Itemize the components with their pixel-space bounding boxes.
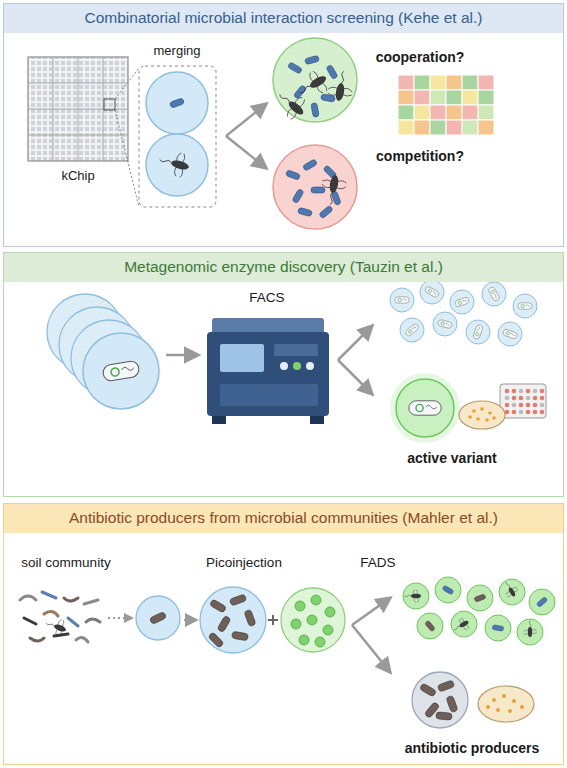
panel-header: Antibiotic producers from microbial comm… — [4, 504, 563, 533]
label-anchor: FADS — [360, 555, 395, 571]
panel-title: Antibiotic producers from microbial comm… — [14, 509, 553, 528]
label-anchor: antibiotic producers — [405, 740, 540, 756]
label-anchor: merging — [154, 44, 201, 59]
figure-label: competition? — [376, 148, 464, 164]
panel-title: Metagenomic enzyme discovery (Tauzin et … — [14, 258, 553, 277]
label-anchor: kChip — [61, 169, 94, 184]
label-anchor: soil community — [21, 555, 110, 571]
figure-label: FADS — [360, 555, 395, 571]
panel-header: Combinatorial microbial interaction scre… — [4, 4, 563, 33]
panel-band: Antibiotic producers from microbial comm… — [3, 503, 564, 765]
figure-label: merging — [154, 44, 201, 59]
label-anchor: Picoinjection — [206, 555, 282, 571]
figure-label: kChip — [61, 169, 94, 184]
figure-label: active variant — [407, 450, 497, 466]
panel-title: Combinatorial microbial interaction scre… — [14, 9, 553, 28]
panel-header: Metagenomic enzyme discovery (Tauzin et … — [4, 253, 563, 282]
figure-label: soil community — [21, 555, 110, 571]
panel-band: Combinatorial microbial interaction scre… — [3, 3, 564, 247]
label-anchor: FACS — [249, 290, 284, 306]
figure-label: antibiotic producers — [405, 740, 540, 756]
figure-label: cooperation? — [376, 49, 465, 65]
figure-label: Picoinjection — [206, 555, 282, 571]
label-anchor: active variant — [407, 450, 497, 466]
figure-label: FACS — [249, 290, 284, 306]
label-anchor: cooperation? — [376, 49, 465, 65]
label-anchor: competition? — [376, 148, 464, 164]
